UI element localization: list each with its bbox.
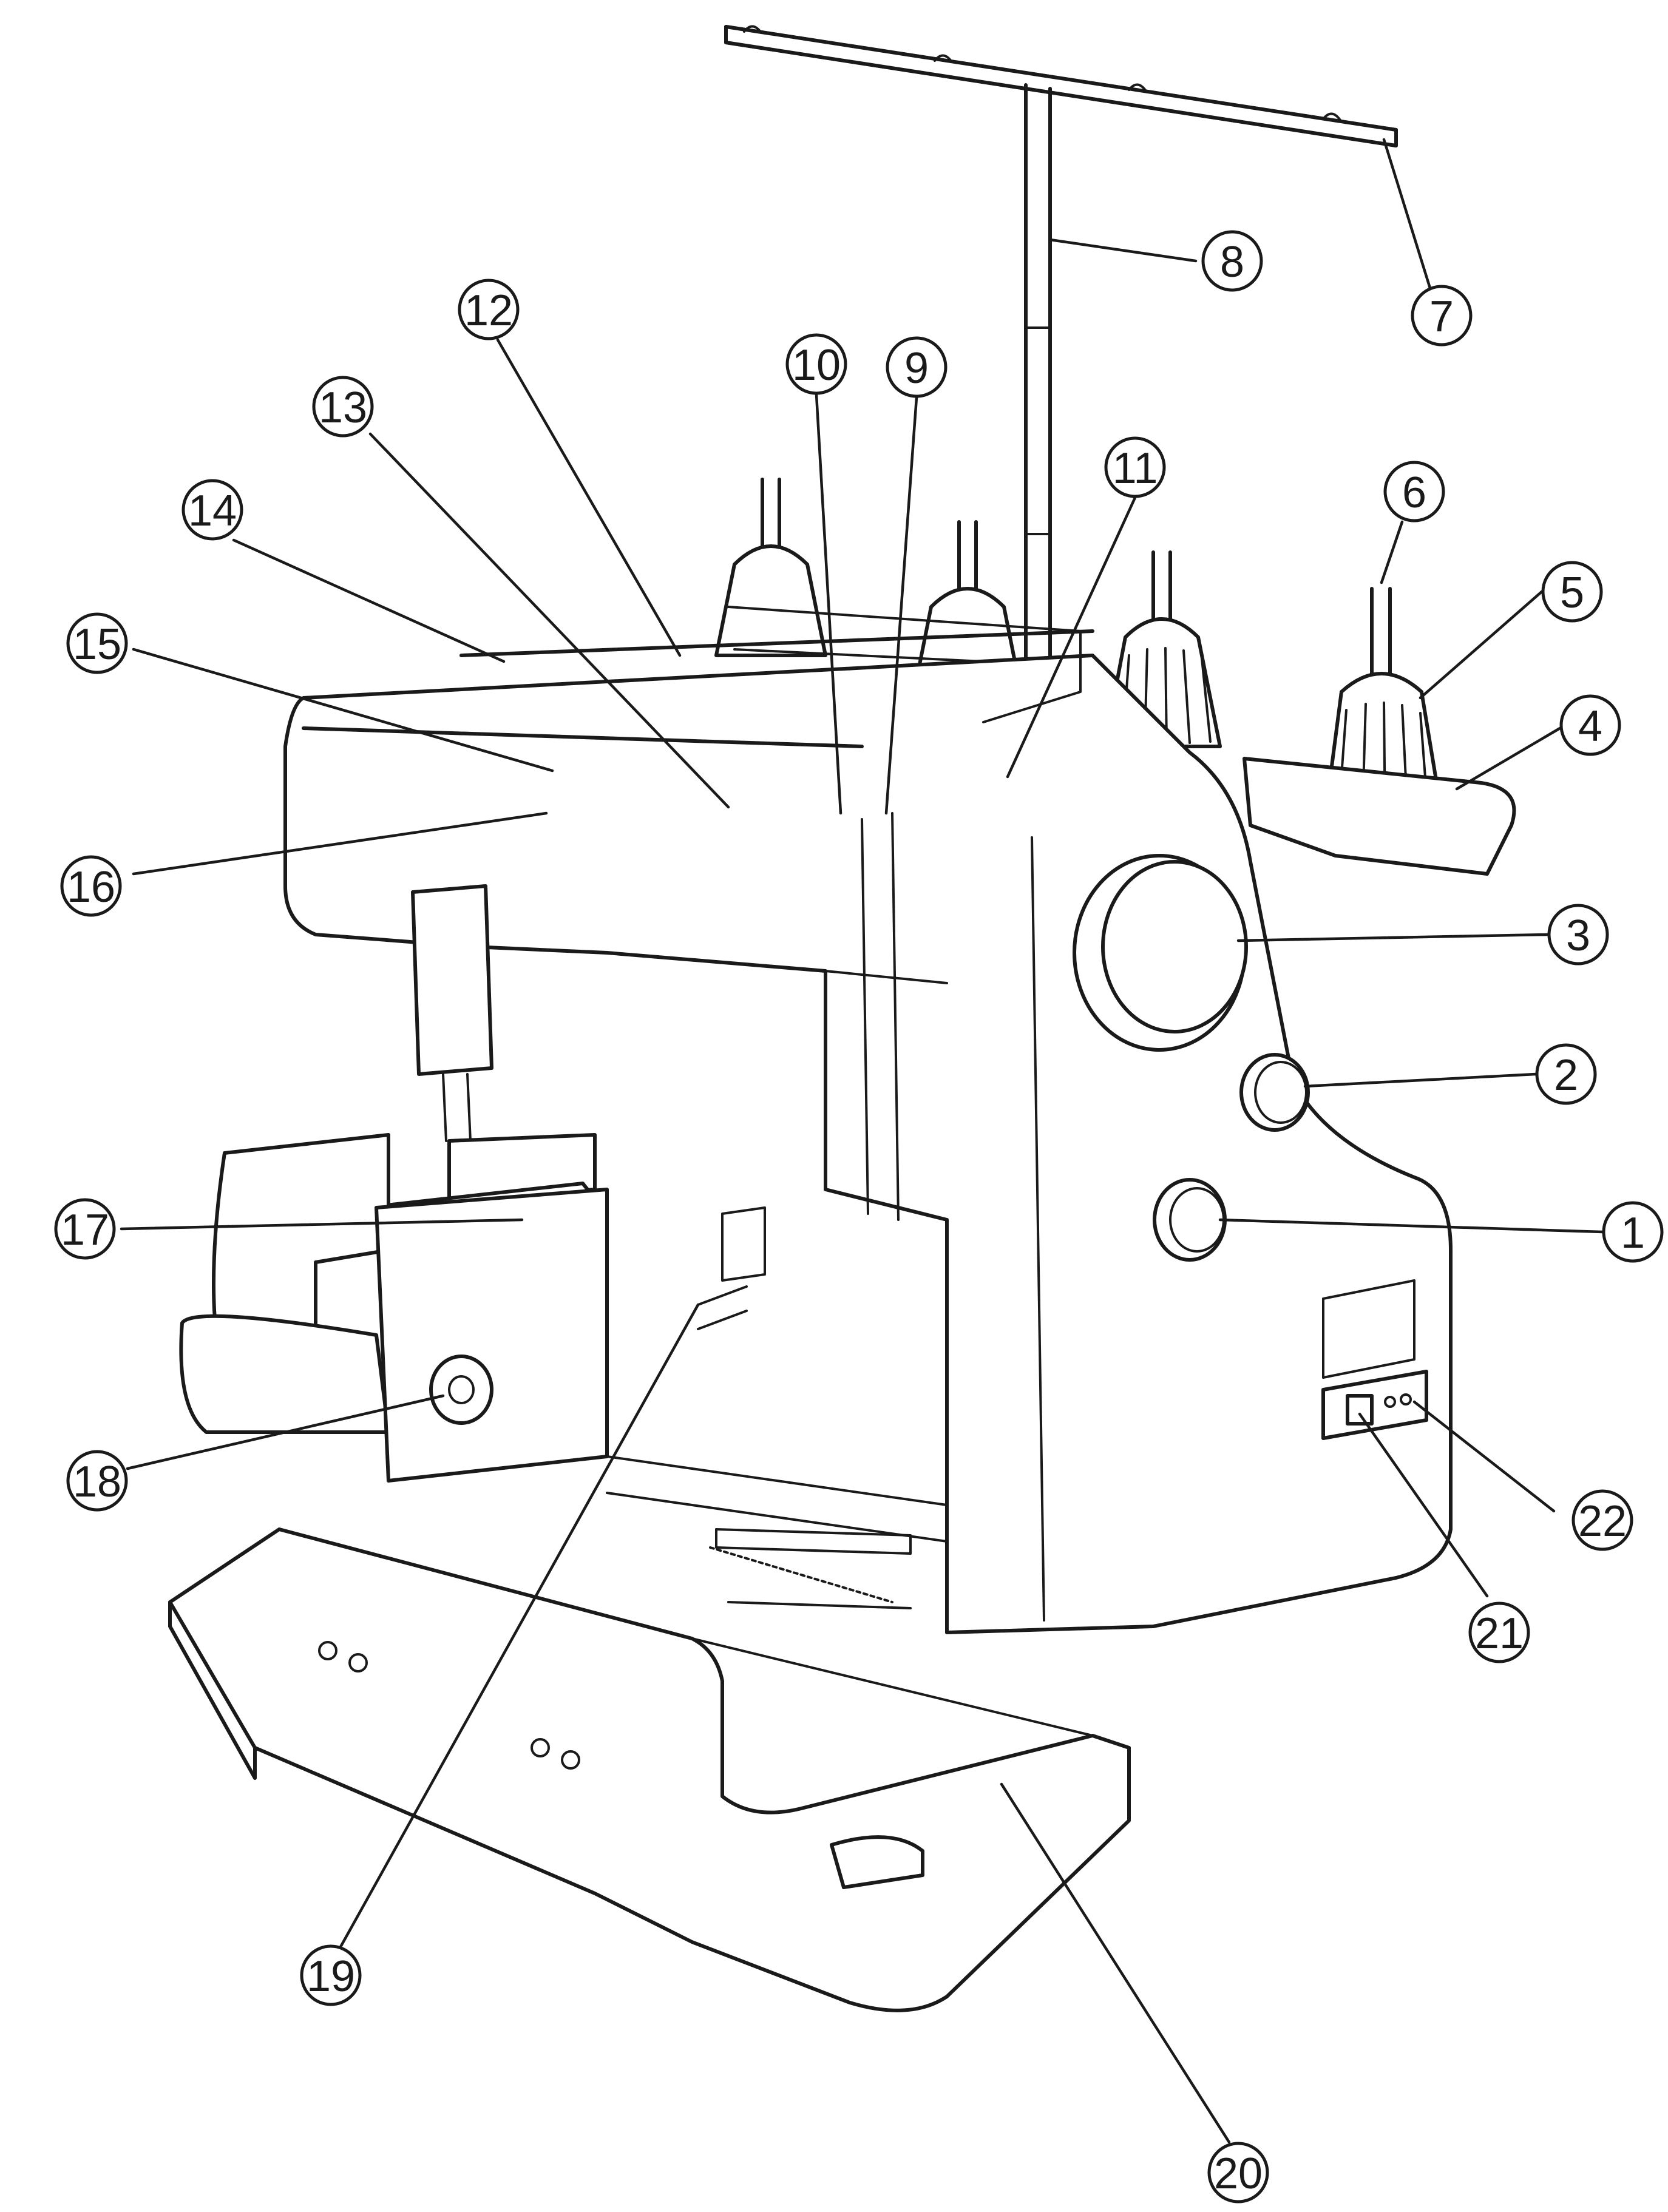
- spool-holder-plate: [1243, 757, 1516, 876]
- callout-4: 4: [1559, 694, 1621, 756]
- callout-20-label: 20: [1214, 2149, 1263, 2198]
- callout-2-label: 2: [1554, 1051, 1578, 1100]
- callout-8: 8: [1201, 230, 1263, 292]
- power-switch-shape: [1346, 1394, 1374, 1426]
- callout-3-label: 3: [1566, 912, 1590, 960]
- callout-10: 10: [785, 333, 847, 395]
- callout-1: 1: [1602, 1201, 1664, 1263]
- callout-7-label: 7: [1429, 293, 1454, 341]
- callout-18-label: 18: [73, 1458, 121, 1506]
- callout-5: 5: [1541, 561, 1603, 623]
- callout-12-label: 12: [464, 286, 513, 335]
- waste-tray: [168, 1527, 1131, 2012]
- callout-10-label: 10: [792, 341, 841, 390]
- callout-17-label: 17: [61, 1206, 109, 1254]
- callout-14-label: 14: [188, 487, 237, 535]
- callout-3: 3: [1547, 904, 1609, 966]
- callout-11-label: 11: [1113, 444, 1158, 493]
- callout-17: 17: [54, 1198, 116, 1260]
- callout-21: 21: [1468, 1602, 1530, 1663]
- callout-13: 13: [312, 376, 374, 438]
- callout-11: 11: [1104, 436, 1166, 498]
- callout-12: 12: [458, 279, 520, 340]
- callout-1-label: 1: [1621, 1209, 1645, 1257]
- callout-22-label: 22: [1578, 1497, 1627, 1546]
- callout-20: 20: [1207, 2142, 1269, 2204]
- callout-16: 16: [60, 855, 122, 917]
- callout-22: 22: [1571, 1489, 1633, 1551]
- callout-7: 7: [1411, 285, 1473, 347]
- callout-19: 19: [300, 1944, 362, 2006]
- handwheel-and-knobs: [1073, 854, 1310, 1262]
- callout-18: 18: [66, 1450, 128, 1512]
- lower-section: [179, 1133, 948, 1555]
- thread-stand: [724, 25, 1398, 682]
- leader-lines: [120, 138, 1604, 2144]
- callout-9-label: 9: [904, 344, 929, 393]
- callout-4-label: 4: [1578, 702, 1602, 751]
- callout-13-label: 13: [319, 384, 367, 432]
- callout-19-label: 19: [307, 1952, 355, 2001]
- callout-15-label: 15: [73, 620, 121, 669]
- callout-8-label: 8: [1220, 238, 1244, 286]
- callout-6-label: 6: [1402, 468, 1426, 517]
- callout-21-label: 21: [1475, 1609, 1524, 1658]
- callout-14: 14: [181, 479, 243, 541]
- callout-9: 9: [886, 336, 948, 398]
- callout-6: 6: [1383, 461, 1445, 523]
- callout-5-label: 5: [1560, 569, 1584, 617]
- power-area: [1321, 1279, 1428, 1440]
- callout-2: 2: [1535, 1043, 1597, 1105]
- callout-15: 15: [66, 612, 128, 674]
- callout-16-label: 16: [67, 863, 115, 912]
